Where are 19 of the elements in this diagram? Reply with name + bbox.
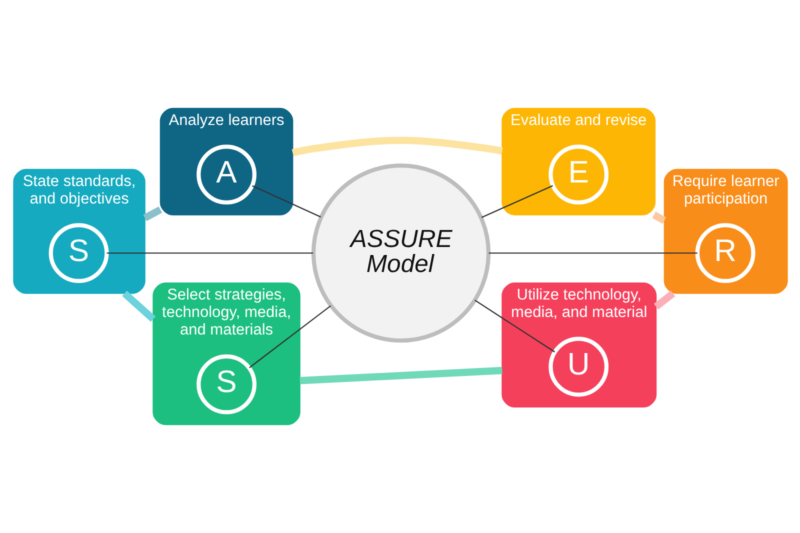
node-circle: ASSURE Model — [310, 163, 490, 343]
connector — [299, 366, 502, 384]
node-circle: A — [196, 144, 256, 204]
node-circle: E — [548, 144, 608, 204]
connector — [122, 290, 156, 322]
connector — [653, 290, 675, 310]
node-circle: U — [548, 336, 608, 397]
connector — [488, 252, 697, 254]
connector — [106, 252, 313, 254]
node-circle: R — [694, 223, 755, 284]
node-circle: S — [196, 354, 256, 414]
node-circle: S — [48, 223, 108, 284]
connector — [480, 185, 552, 218]
connector — [252, 185, 320, 218]
connector — [142, 206, 162, 222]
connector — [474, 300, 555, 352]
connector — [248, 305, 331, 368]
connector — [291, 136, 502, 156]
connector — [652, 212, 666, 224]
